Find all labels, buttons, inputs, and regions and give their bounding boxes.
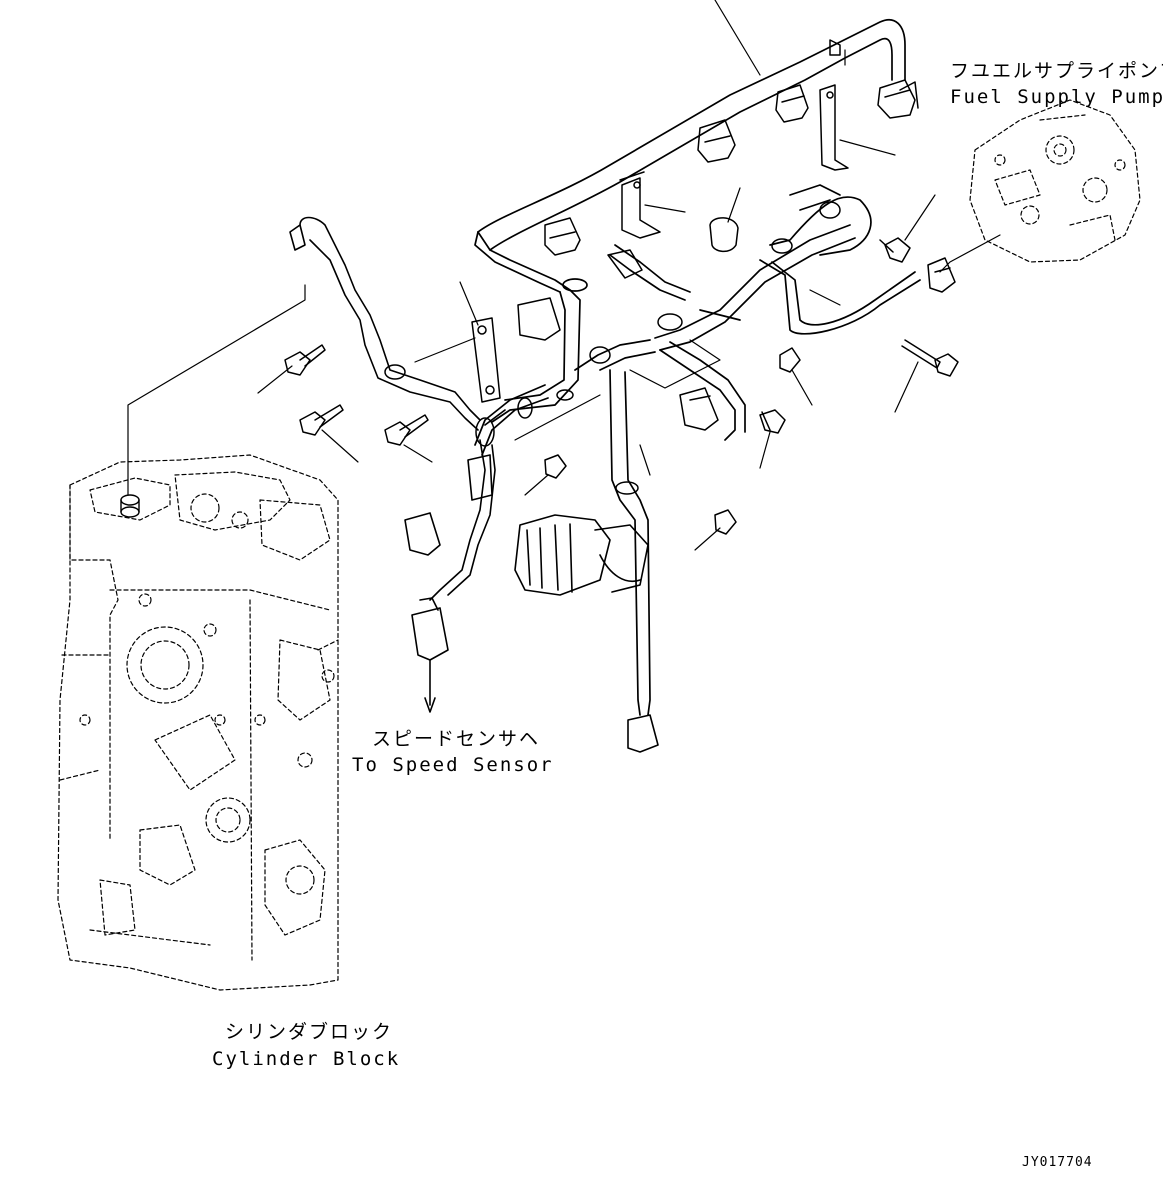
leader-lines [127, 0, 1001, 551]
cylinder-block-label-en: Cylinder Block [212, 1048, 401, 1070]
fuel-pump-label-en: Fuel Supply Pump [950, 86, 1163, 108]
fuel-supply-pump [969, 99, 1141, 263]
speed-sensor-connector [404, 454, 493, 713]
brackets [471, 39, 849, 403]
bottom-connector [627, 714, 659, 753]
cylinder-block [57, 454, 339, 991]
clamps [384, 201, 841, 495]
drawing-number: JY017704 [1022, 1155, 1093, 1170]
injector-connectors [517, 79, 956, 431]
cylinder-block-label-jp: シリンダブロック [225, 1021, 394, 1043]
bolts [284, 81, 959, 535]
speed-sensor-label-jp: スピードセンサヘ [372, 728, 541, 750]
harness-trunk [474, 18, 921, 716]
block-sensor-boss [120, 494, 140, 518]
left-harness-branch [289, 216, 496, 601]
fuel-pump-label-jp: フユエルサプライポンプ [950, 60, 1163, 82]
ecu-connector [514, 514, 649, 596]
speed-sensor-label-en: To Speed Sensor [352, 754, 554, 776]
